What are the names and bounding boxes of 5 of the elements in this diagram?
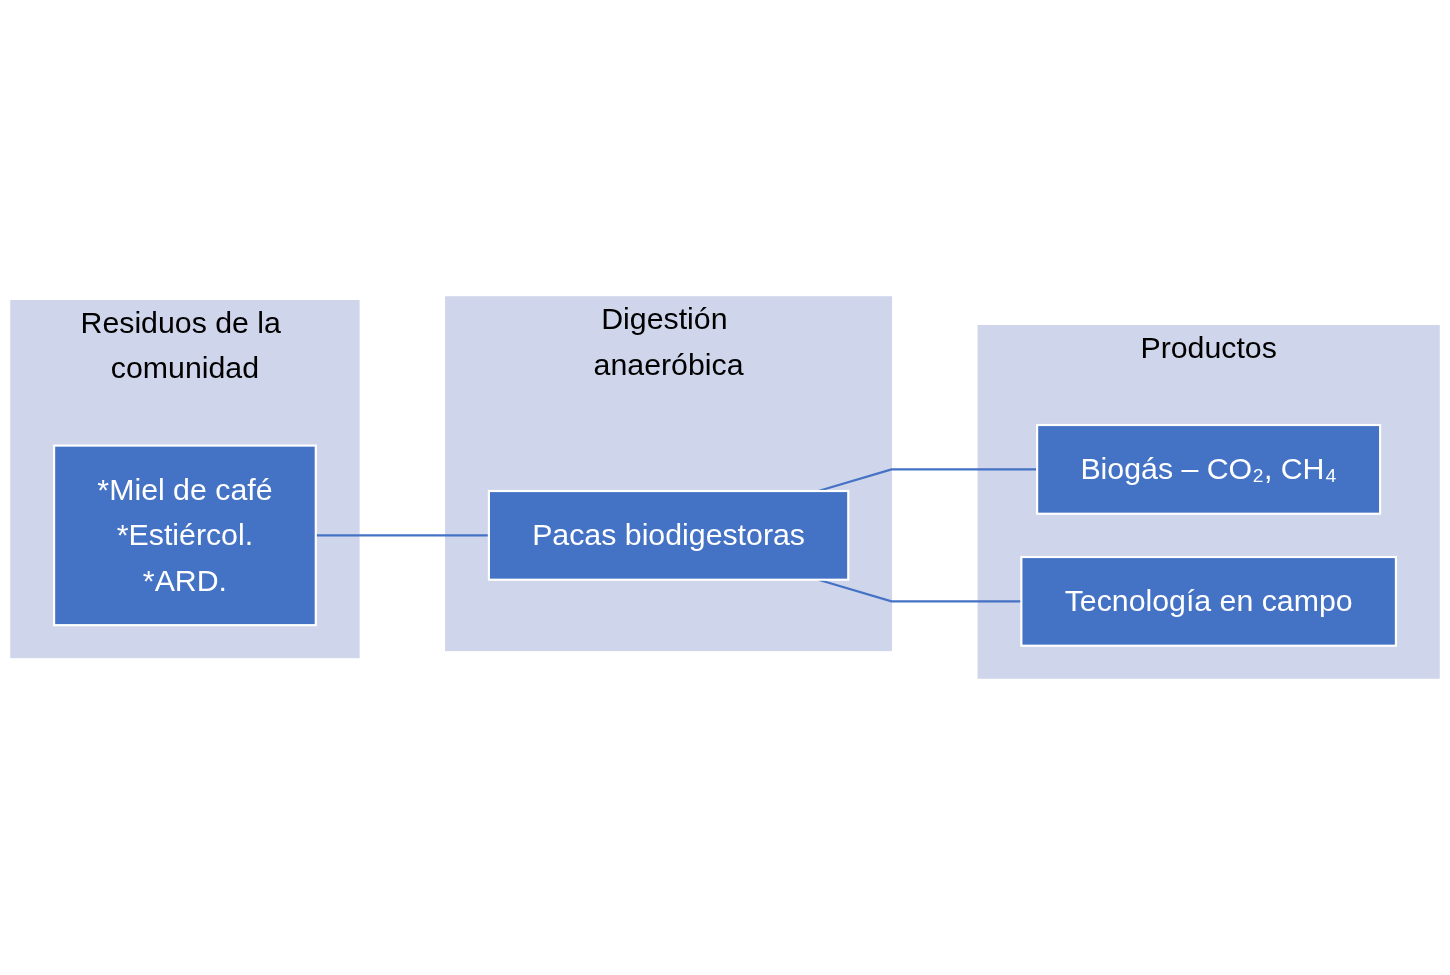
connector xyxy=(315,534,489,537)
node-box: Pacas biodigestoras xyxy=(487,489,850,581)
node-box: *Miel de café *Estiércol. *ARD. xyxy=(53,444,317,627)
node-box: Biogás – CO₂, CH₄ xyxy=(1036,423,1382,515)
node-box: Tecnología en campo xyxy=(1020,555,1397,647)
